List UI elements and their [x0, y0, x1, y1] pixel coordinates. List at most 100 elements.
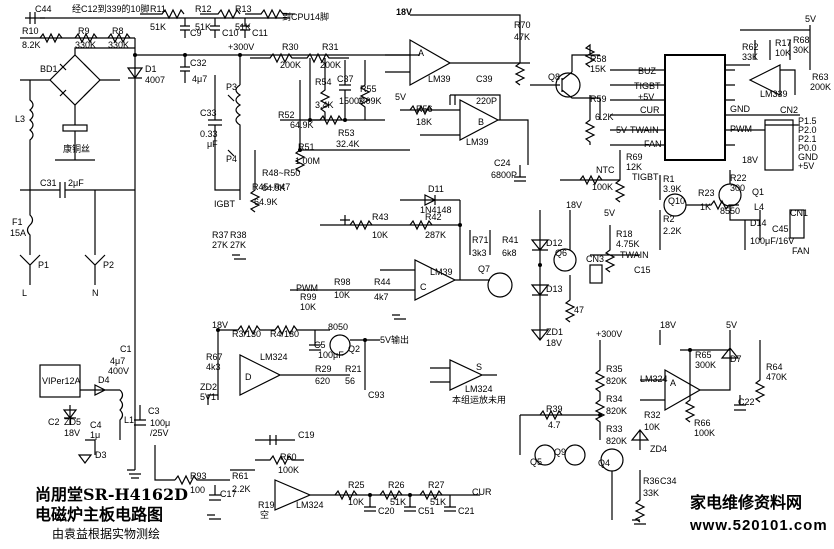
lbl-r69v: 12K: [626, 162, 642, 172]
lbl-cur2: CUR: [472, 487, 492, 497]
lbl-c9: C9: [190, 28, 202, 38]
lbl-p3: P3: [226, 82, 237, 92]
lbl-r4850v: 64.9K: [262, 183, 286, 193]
lbl-p300b: +300V: [596, 329, 622, 339]
lbl-r35: R35: [606, 364, 623, 374]
lbl-r25v: 10K: [348, 497, 364, 507]
lbl-c93: C93: [368, 390, 385, 400]
lbl-p1: P1: [38, 260, 49, 270]
lbl-r36: R36: [643, 476, 660, 486]
lbl-cur: CUR: [640, 105, 660, 115]
lbl-q4: Q4: [598, 458, 610, 468]
lbl-r63v: 200K: [810, 82, 831, 92]
lbl-c22: C22: [738, 397, 755, 407]
lbl-zd1v: 18V: [546, 338, 562, 348]
lbl-v5b: 5V: [805, 14, 816, 24]
lbl-c37v: 1500P: [339, 96, 365, 106]
lbl-c4: C4: [90, 420, 102, 430]
lbl-r23v: 1K: [700, 202, 711, 212]
lbl-r37: R37: [212, 230, 229, 240]
lbl-r38v: 27K: [230, 240, 246, 250]
lbl-r59: R59: [590, 94, 607, 104]
lbl-r56v: 18K: [416, 117, 432, 127]
lbl-d14: D14: [750, 218, 767, 228]
lbl-r62v: 33K: [742, 52, 758, 62]
lbl-q5: Q5: [530, 457, 542, 467]
lbl-r53v: 32.4K: [336, 139, 360, 149]
lbl-opB: B: [478, 117, 484, 127]
lbl-cn2gnd: GND: [798, 152, 819, 162]
lbl-v5e: 5V: [726, 320, 737, 330]
lbl-r21v: 56: [345, 376, 355, 386]
lbl-r44v: 4k7: [374, 292, 389, 302]
lbl-c3v: 100μ: [150, 418, 170, 428]
lbl-r31v: 200K: [320, 60, 341, 70]
lbl-r68: R68: [793, 35, 810, 45]
lbl-c34: C34: [660, 476, 677, 486]
lbl-d1: D1: [145, 64, 157, 74]
lbl-r4547: R45~R47: [252, 182, 290, 192]
lbl-r34v: 820K: [606, 406, 627, 416]
lbl-r10v: 8.2K: [22, 40, 41, 50]
lbl-c11: C11: [252, 28, 268, 38]
lbl-r65v: 300K: [695, 360, 716, 370]
lbl-c24: C24: [494, 158, 511, 168]
lbl-d11: D11: [428, 184, 444, 194]
lbl-c5v: 100μF: [318, 350, 344, 360]
lbl-l4: L4: [754, 202, 764, 212]
lbl-q10: Q10: [668, 196, 685, 206]
lbl-c33: C33: [200, 108, 217, 118]
lbl-v18d: 18V: [212, 320, 228, 330]
lbl-N: N: [92, 288, 99, 298]
lbl-c51: C51: [418, 506, 435, 516]
lbl-r33: R33: [606, 424, 623, 434]
lbl-twain2: TWAIN: [620, 250, 649, 260]
lbl-zd2: ZD2: [200, 382, 217, 392]
lbl-c12note: 经C12到339的10脚: [72, 3, 150, 14]
lbl-c2: C2: [48, 417, 60, 427]
lbl-c5: C5: [314, 340, 326, 350]
lbl-r34: R34: [606, 394, 623, 404]
lbl-opA: A: [418, 48, 424, 58]
lbl-twain: TWAIN: [630, 125, 659, 135]
lbl-lm339: LM339: [760, 89, 788, 99]
lbl-opS: S: [476, 362, 482, 372]
lbl-ntc: NTC: [596, 165, 615, 175]
lbl-gnd: GND: [730, 104, 751, 114]
lbl-bd1: BD1: [40, 64, 58, 74]
lbl-r38: R38: [230, 230, 247, 240]
lbl-r59v: 6.2K: [595, 112, 614, 122]
lbl-viper: VIPer12A: [42, 376, 81, 386]
lbl-v5c: 5V: [616, 125, 627, 135]
lbl-v18e: 18V: [660, 320, 676, 330]
lbl-r1: R1: [663, 174, 675, 184]
lbl-r19: R19: [258, 500, 275, 510]
lbl-p21: P2.1: [798, 134, 817, 144]
lbl-c31: C31: [40, 178, 57, 188]
lbl-r55v: 3.09K: [358, 96, 382, 106]
lbl-opC: C: [420, 282, 427, 292]
lbl-r43v: 10K: [372, 230, 388, 240]
lbl-p15: P1.5: [798, 116, 817, 126]
lbl-c1v2: 400V: [108, 366, 129, 376]
lbl-r66: R66: [694, 418, 711, 428]
lbl-r12: R12: [195, 4, 212, 14]
lbl-r31: R31: [322, 42, 339, 52]
lbl-r2v: 2.2K: [663, 226, 682, 236]
lbl-p20: P2.0: [798, 125, 817, 135]
lbl-r70: R70: [514, 20, 531, 30]
lbl-r9: R9: [78, 26, 90, 36]
lbl-r17v: 10K: [775, 48, 791, 58]
lbl-r60: R60: [280, 452, 297, 462]
lbl-q1: Q1: [752, 187, 764, 197]
watermark-name: 家电维修资料网: [690, 493, 802, 512]
lbl-cn2p5: +5V: [798, 161, 814, 171]
lbl-c45: C45: [772, 224, 789, 234]
lbl-r99: R99: [300, 292, 317, 302]
lbl-p4: P4: [226, 154, 237, 164]
lbl-c39: C39: [476, 74, 493, 84]
lbl-c32v: 4μ7: [192, 74, 207, 84]
lbl-r61: R61: [232, 471, 249, 481]
lbl-r61v: 2.2K: [232, 484, 251, 494]
lbl-r64: R64: [766, 362, 783, 372]
